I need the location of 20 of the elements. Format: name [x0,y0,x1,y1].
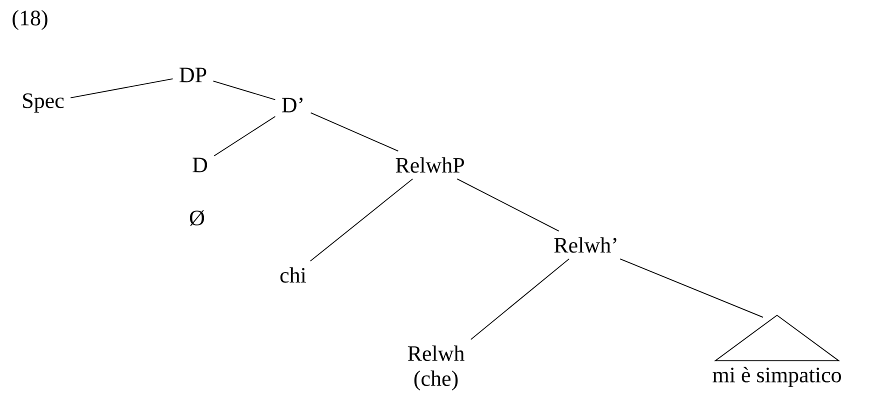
label: Ø [190,210,204,226]
tree-branch [310,112,399,152]
label: (18) [12,10,48,30]
tree-label: Relwh (che) [408,346,464,390]
tree-branch [456,178,560,232]
tree-branch [470,258,570,340]
tree-label: D [192,158,208,172]
tree-label: chi [280,267,306,283]
tree-label: RelwhP [396,157,464,173]
tree-branch [310,178,414,262]
node-label: mi è simpatico [712,366,841,387]
tree-branch [214,116,276,156]
tree-label: Relwh’ [554,237,616,253]
tree-branch [70,78,174,98]
tree-branch [212,80,276,100]
tree-label: D’ [282,98,302,112]
tree-label: Spec [23,93,64,113]
triangle-subtree: mi è simpatico [712,314,841,387]
tree-branch [620,258,764,318]
tree-label: DP [180,68,206,82]
